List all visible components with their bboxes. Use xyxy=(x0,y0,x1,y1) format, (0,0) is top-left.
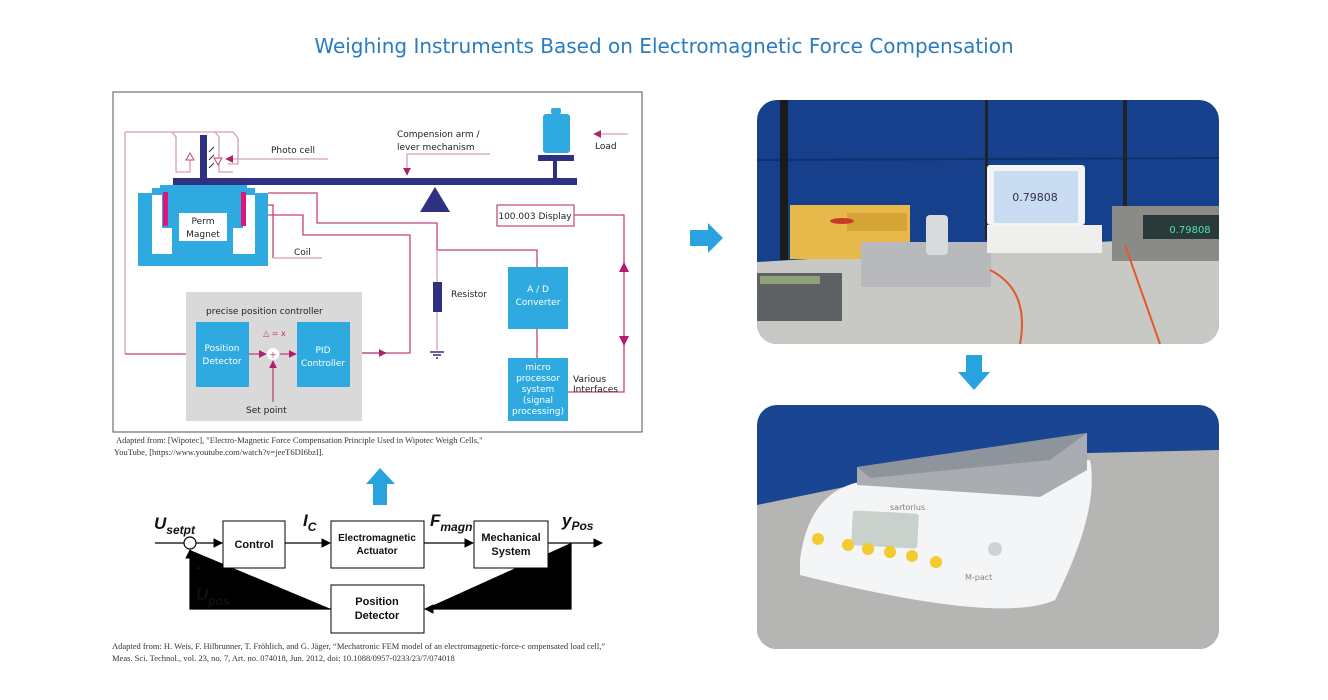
minus-sign: - xyxy=(196,559,201,575)
arm-label-2: lever mechanism xyxy=(397,143,475,153)
mech-label: Mechanical xyxy=(481,532,540,544)
actuator-label: Electromagnetic xyxy=(338,533,416,544)
pd-label-2: Detector xyxy=(202,357,242,367)
feedback-signal-label: Upos xyxy=(196,585,230,608)
coil-label: Coil xyxy=(294,248,311,258)
laptop-reading: 0.79808 xyxy=(1012,191,1058,204)
fulcrum xyxy=(420,187,450,212)
input-signal-label: Usetpt xyxy=(154,514,196,537)
actuator-block xyxy=(330,520,425,569)
pid-label-2: Controller xyxy=(301,359,346,369)
interfaces-label: Various xyxy=(573,375,606,385)
lever-arm xyxy=(173,178,577,185)
resistor-label: Resistor xyxy=(451,290,487,300)
mech-label-2: System xyxy=(491,546,530,558)
magnet-label: Perm xyxy=(192,217,215,227)
balance-brand: sartorius xyxy=(890,503,925,512)
control-label: Control xyxy=(234,539,273,551)
controller-panel-label: precise position controller xyxy=(206,307,323,317)
citation-bottom: Adapted from: H. Weis, F. Hilbrunner, T.… xyxy=(112,641,605,651)
lab-setup-photo: 0.79808 0.79808 xyxy=(757,100,1219,344)
arm-label: Compension arm / xyxy=(397,130,480,140)
arrow-up-icon xyxy=(366,468,395,505)
citation-bottom-2: Meas. Sci. Technol., vol. 23, no. 7, Art… xyxy=(112,653,455,663)
permanent-magnet xyxy=(138,185,268,266)
ad-label-2: Converter xyxy=(516,298,561,308)
micro-label: micro xyxy=(525,363,551,373)
position-detector-box xyxy=(196,322,249,387)
resistor-symbol xyxy=(433,282,442,312)
mechanical-system-block xyxy=(473,520,549,569)
weight-icon xyxy=(538,108,574,178)
load-label: Load xyxy=(595,142,617,152)
detector-label: Position xyxy=(355,596,399,608)
pd-label: Position xyxy=(204,344,239,354)
emfc-principle-diagram: Perm Magnet Photo cell Compension arm / … xyxy=(112,91,643,457)
balance-model: M-pact xyxy=(965,573,992,582)
arrow-down-icon xyxy=(958,355,990,390)
force-signal-label: Fmagn xyxy=(430,511,472,534)
actuator-label-2: Actuator xyxy=(356,546,397,557)
interfaces-label-2: Interfaces xyxy=(573,385,618,395)
delta-label: △ = x xyxy=(263,329,286,338)
meter-reading: 0.79808 xyxy=(1169,225,1210,236)
citation-top: Adapted from: [Wipotec], "Electro-Magnet… xyxy=(116,435,483,445)
magnet-label-2: Magnet xyxy=(186,230,220,240)
current-signal-label: IC xyxy=(303,511,317,534)
arrow-right-icon xyxy=(690,223,723,253)
ad-label: A / D xyxy=(527,285,549,295)
pid-label: PID xyxy=(315,346,330,356)
sartorius-balance-photo: sartorius M-pact xyxy=(757,405,1219,649)
detector-label-2: Detector xyxy=(355,610,400,622)
output-signal-label: yPos xyxy=(561,511,594,533)
pid-controller-box xyxy=(297,322,350,387)
microprocessor-box xyxy=(508,358,568,421)
display-label: 100.003 Display xyxy=(498,212,572,222)
ad-converter-box xyxy=(508,267,568,329)
control-block xyxy=(222,520,286,569)
summing-junction xyxy=(267,348,279,360)
citation-top-2: YouTube, [https://www.youtube.com/watch?… xyxy=(114,447,324,457)
position-detector-block xyxy=(330,584,425,634)
sum-sign: + xyxy=(269,351,277,361)
display-box xyxy=(496,204,575,227)
page-title: Weighing Instruments Based on Electromag… xyxy=(314,34,1014,58)
micro-label: processing) xyxy=(512,407,564,417)
photo-cell-label: Photo cell xyxy=(271,146,315,156)
micro-label: processor xyxy=(516,374,560,384)
micro-label: (signal xyxy=(523,396,553,406)
set-point-label: Set point xyxy=(246,406,287,416)
control-block-diagram: Control Electromagnetic Actuator Mechani… xyxy=(112,511,605,663)
micro-label: system xyxy=(522,385,555,395)
